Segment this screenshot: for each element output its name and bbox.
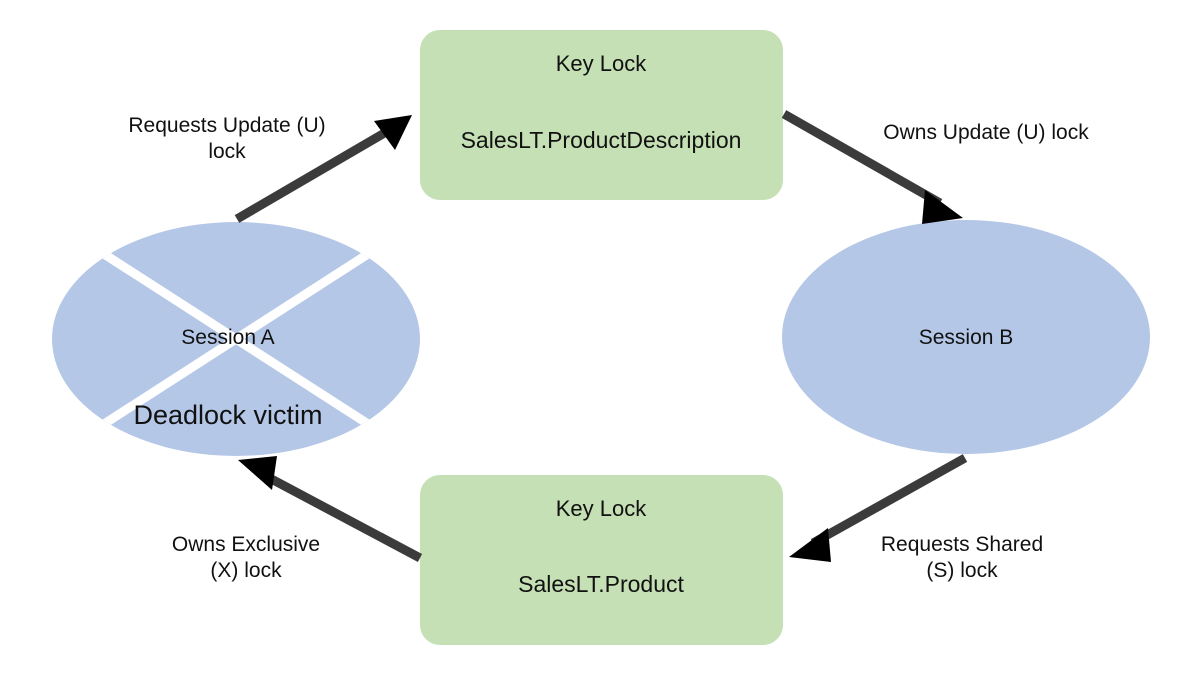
edge-a-requests-u (234, 115, 412, 223)
arrowhead (789, 528, 831, 562)
node-lock-top[interactable] (420, 30, 783, 200)
lock-bottom-rect (420, 475, 783, 645)
node-session-a[interactable] (52, 222, 420, 456)
lock-top-rect (420, 30, 783, 200)
deadlock-cross-icon (87, 241, 385, 437)
node-lock-bottom[interactable] (420, 475, 783, 645)
arrowhead (238, 456, 277, 490)
edge-a-owns-x (238, 456, 423, 562)
session-b-ellipse (782, 220, 1150, 454)
edge-b-requests-s (789, 454, 968, 562)
node-session-b[interactable] (782, 220, 1150, 454)
arrowhead (922, 190, 963, 224)
arrowhead (374, 115, 412, 150)
edge-b-owns-u (781, 110, 963, 224)
